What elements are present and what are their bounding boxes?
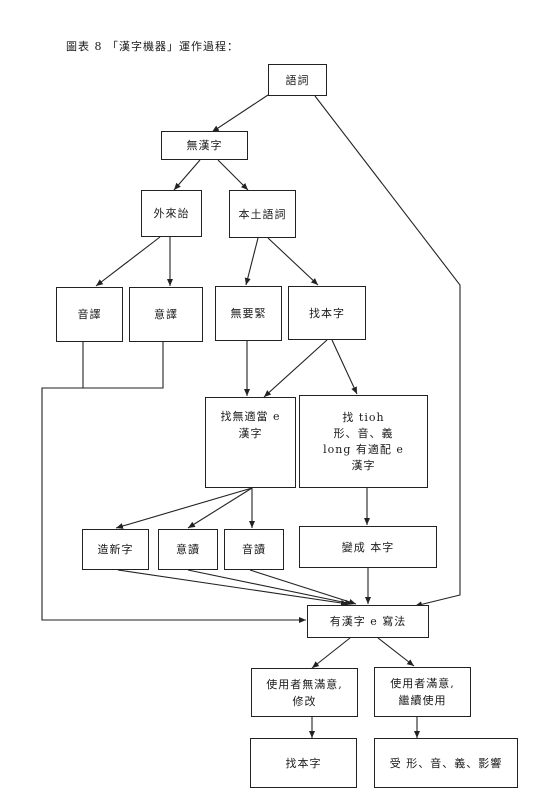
node-semantic-reading: 意讀: [158, 529, 218, 570]
node-native-word: 本土語詞: [229, 190, 296, 238]
node-semantic-translation-label: 意譯: [154, 308, 178, 321]
node-no-hanzi: 無漢字: [161, 131, 248, 160]
node-user-satisfied: 使用者滿意, 繼續使用: [374, 667, 471, 717]
node-become-original-char-label: 變成 本字: [341, 540, 395, 554]
node-phonetic-translation-label: 音譯: [77, 308, 102, 321]
node-no-suitable-hanzi: 找無適當 e 漢字: [205, 397, 296, 488]
node-phonetic-translation: 音譯: [56, 287, 123, 342]
node-semantic-translation: 意譯: [129, 287, 203, 342]
node-no-matter-label: 無要緊: [230, 307, 267, 320]
node-found-matching-hanzi: 找 tioh 形、音、義 long 有適配 e 漢字: [299, 395, 428, 488]
node-no-hanzi-label: 無漢字: [186, 139, 223, 152]
found-line-4: 漢字: [351, 458, 376, 472]
node-semantic-reading-label: 意讀: [176, 543, 200, 556]
node-find-original-char-2-label: 找本字: [285, 756, 322, 770]
node-influenced-label: 受 形、音、義、影響: [389, 756, 503, 770]
node-word-label: 語詞: [285, 73, 310, 87]
node-phonetic-reading: 音讀: [224, 529, 284, 570]
node-hanzi-written-form: 有漢字 e 寫法: [307, 605, 429, 638]
node-loanword-label: 外來詒: [153, 207, 190, 220]
user-unsatisfied-line-1: 使用者無滿意,: [266, 677, 343, 691]
node-phonetic-reading-label: 音讀: [242, 543, 266, 556]
node-create-new-char-label: 造新字: [97, 543, 134, 556]
user-unsatisfied-line-2: 修改: [292, 694, 317, 708]
found-line-3: long 有適配 e: [323, 442, 404, 456]
user-satisfied-line-2: 繼續使用: [398, 694, 447, 707]
figure-caption: 圖表 8 「漢字機器」運作過程：: [66, 40, 239, 53]
node-find-original-char: 找本字: [288, 286, 366, 340]
found-line-2: 形、音、義: [333, 426, 394, 440]
node-loanword: 外來詒: [141, 190, 202, 237]
node-create-new-char: 造新字: [82, 529, 149, 570]
user-satisfied-line-1: 使用者滿意,: [390, 677, 455, 690]
node-find-original-char-2: 找本字: [250, 738, 357, 788]
node-word: 語詞: [268, 64, 327, 96]
node-native-word-label: 本土語詞: [238, 207, 287, 221]
node-find-original-char-label: 找本字: [309, 306, 345, 320]
found-line-1: 找 tioh: [342, 410, 385, 424]
no-suitable-line-2: 漢字: [238, 427, 263, 440]
no-suitable-line-1: 找無適當 e: [220, 410, 281, 423]
node-influenced-by-form-sound-meaning: 受 形、音、義、影響: [374, 738, 518, 788]
node-user-unsatisfied: 使用者無滿意, 修改: [251, 668, 358, 717]
node-no-matter: 無要緊: [215, 286, 282, 341]
node-become-original-char: 變成 本字: [299, 526, 437, 568]
node-hanzi-written-form-label: 有漢字 e 寫法: [329, 615, 407, 628]
